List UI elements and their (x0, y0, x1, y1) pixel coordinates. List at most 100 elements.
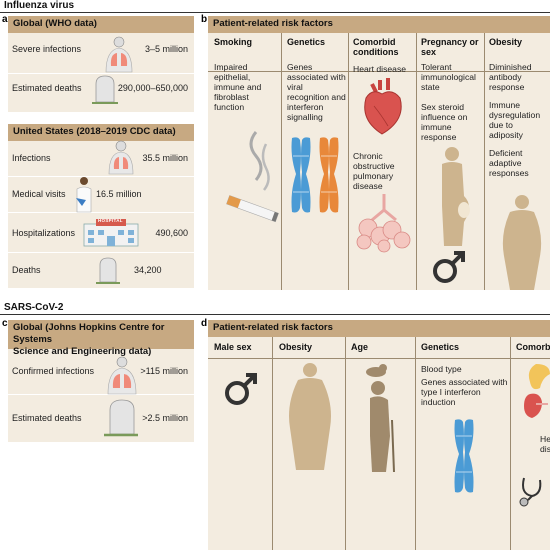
pregnant-figure-icon (442, 147, 470, 246)
panel-a-us: United States (2018–2019 CDC data) Infec… (8, 124, 194, 288)
tombstone-icon (104, 399, 138, 437)
infections-row: Infections 35.5 million (8, 153, 194, 167)
col-head-obesity: Obesity (279, 342, 313, 352)
kidney-icon (524, 393, 548, 418)
pancreas-icon (528, 364, 550, 390)
panel-c-title-line2: Science and Engineering data) (13, 346, 152, 357)
col-text-heart-disease-partial: He (540, 434, 550, 444)
panel-c: Global (Johns Hopkins Centre for Systems… (8, 320, 194, 442)
elderly-figure-icon (370, 381, 395, 473)
col-text-sex-steroid: Sex steroid influence on immune response (421, 102, 468, 142)
row-value: 34,200 (134, 265, 162, 275)
chromosome-icon (291, 137, 339, 213)
col-head-obesity: Obesity (489, 37, 523, 47)
row-label: Estimated deaths (12, 83, 82, 93)
header-divider (208, 71, 550, 72)
doctor-patient-icon (76, 177, 92, 213)
lungs-person-icon (105, 36, 133, 73)
row-value: >115 million (140, 366, 188, 376)
severe-infections-row: Severe infections 3–5 million (8, 44, 194, 58)
column-divider (416, 33, 417, 290)
tombstone-icon (96, 257, 120, 284)
row-label: Confirmed infections (12, 366, 95, 376)
hospital-icon (83, 219, 139, 247)
lungs-person-icon (108, 140, 134, 175)
col-text-smoking: Impaired epithelial, immune and fibrobla… (214, 62, 262, 112)
alveoli-icon (356, 194, 411, 253)
deaths-row: Deaths 34,200 (8, 265, 194, 279)
panel-a-global: Global (WHO data) Severe infections 3–5 … (8, 16, 194, 112)
medical-visits-row: Medical visits 16.5 million (8, 189, 194, 203)
panel-c-title-line1: Global (Johns Hopkins Centre for Systems (13, 322, 165, 345)
col-text-interferon: Genes associated with type I interferon … (421, 377, 508, 407)
divider (8, 176, 194, 177)
column-divider (415, 337, 416, 550)
sars-section-title: SARS-CoV-2 (4, 302, 64, 313)
col-head-male-sex: Male sex (214, 342, 252, 352)
stethoscope-icon (519, 477, 542, 507)
row-label: Estimated deaths (12, 413, 82, 423)
chromosome-icon (454, 419, 474, 493)
cigarette-icon (226, 131, 279, 223)
hospital-sign: HOSPITAL (98, 218, 123, 223)
row-label: Infections (12, 153, 51, 163)
col-head-comorbid: Comorbid conditions (353, 37, 399, 57)
confirmed-infections-row: Confirmed infections >115 million (8, 366, 194, 380)
column-divider (484, 33, 485, 290)
panel-a-global-title: Global (WHO data) (8, 16, 194, 33)
panel-b-letter: b (201, 14, 208, 25)
divider (8, 252, 194, 253)
row-value: >2.5 million (142, 413, 188, 423)
column-divider (348, 33, 349, 290)
lungs-person-icon (107, 356, 137, 395)
row-label: Severe infections (12, 44, 82, 54)
divider (8, 394, 194, 395)
divider (8, 73, 194, 74)
panel-c-letter: c (2, 318, 8, 329)
col-head-smoking: Smoking (214, 37, 253, 47)
influenza-section-title: Influenza virus (4, 0, 75, 11)
divider (8, 212, 194, 213)
panel-d-letter: d (201, 318, 208, 329)
panel-a-us-title: United States (2018–2019 CDC data) (8, 124, 194, 141)
col-text-copd: Chronic obstructive pulmonary disease (353, 151, 395, 191)
top-rule (0, 12, 550, 13)
panel-c-title: Global (Johns Hopkins Centre for Systems… (8, 320, 194, 357)
estimated-deaths-row: Estimated deaths 290,000–650,000 (8, 83, 194, 97)
panel-d: Patient-related risk factors Male sex Ob… (208, 320, 550, 550)
row-value: 490,600 (155, 228, 188, 238)
col-text-deficient: Deficient adaptive responses (489, 148, 529, 178)
col-head-genetics: Genetics (287, 37, 326, 47)
column-divider (272, 337, 273, 550)
column-divider (281, 33, 282, 290)
infant-icon (366, 364, 387, 377)
column-divider (345, 337, 346, 550)
row-value: 16.5 million (96, 189, 142, 199)
heart-icon (364, 78, 402, 135)
row-value: 290,000–650,000 (117, 83, 188, 93)
col-head-age: Age (351, 342, 369, 352)
hospitalizations-row: Hospitalizations 490,600 (8, 228, 194, 242)
obese-figure-icon (502, 195, 542, 290)
col-head-pregnancy: Pregnancy or sex (421, 37, 479, 57)
col-text-blood-type: Blood type (421, 364, 462, 374)
panel-b: Patient-related risk factors Smoking Imp… (208, 16, 550, 290)
male-symbol-icon (433, 251, 465, 283)
tombstone-icon (92, 75, 118, 104)
col-head-genetics: Genetics (421, 342, 460, 352)
row-value: 3–5 million (144, 44, 188, 54)
row-label: Hospitalizations (12, 228, 76, 238)
column-divider (510, 337, 511, 550)
male-symbol-icon (225, 373, 257, 405)
row-value: 35.5 million (142, 153, 188, 163)
panel-b-title: Patient-related risk factors (208, 16, 550, 33)
col-text-dysregulation: Immune dysregulation due to adiposity (489, 100, 541, 140)
panel-d-title: Patient-related risk factors (208, 320, 550, 337)
row-label: Deaths (12, 265, 41, 275)
col-text-genetics: Genes associated with viral recognition … (287, 62, 346, 122)
col-text-tolerant: Tolerant immunological state (421, 62, 476, 92)
panel-a-letter: a (2, 14, 8, 25)
estimated-deaths-row: Estimated deaths >2.5 million (8, 413, 194, 427)
obese-figure-icon (289, 363, 331, 470)
header-divider (208, 358, 550, 359)
